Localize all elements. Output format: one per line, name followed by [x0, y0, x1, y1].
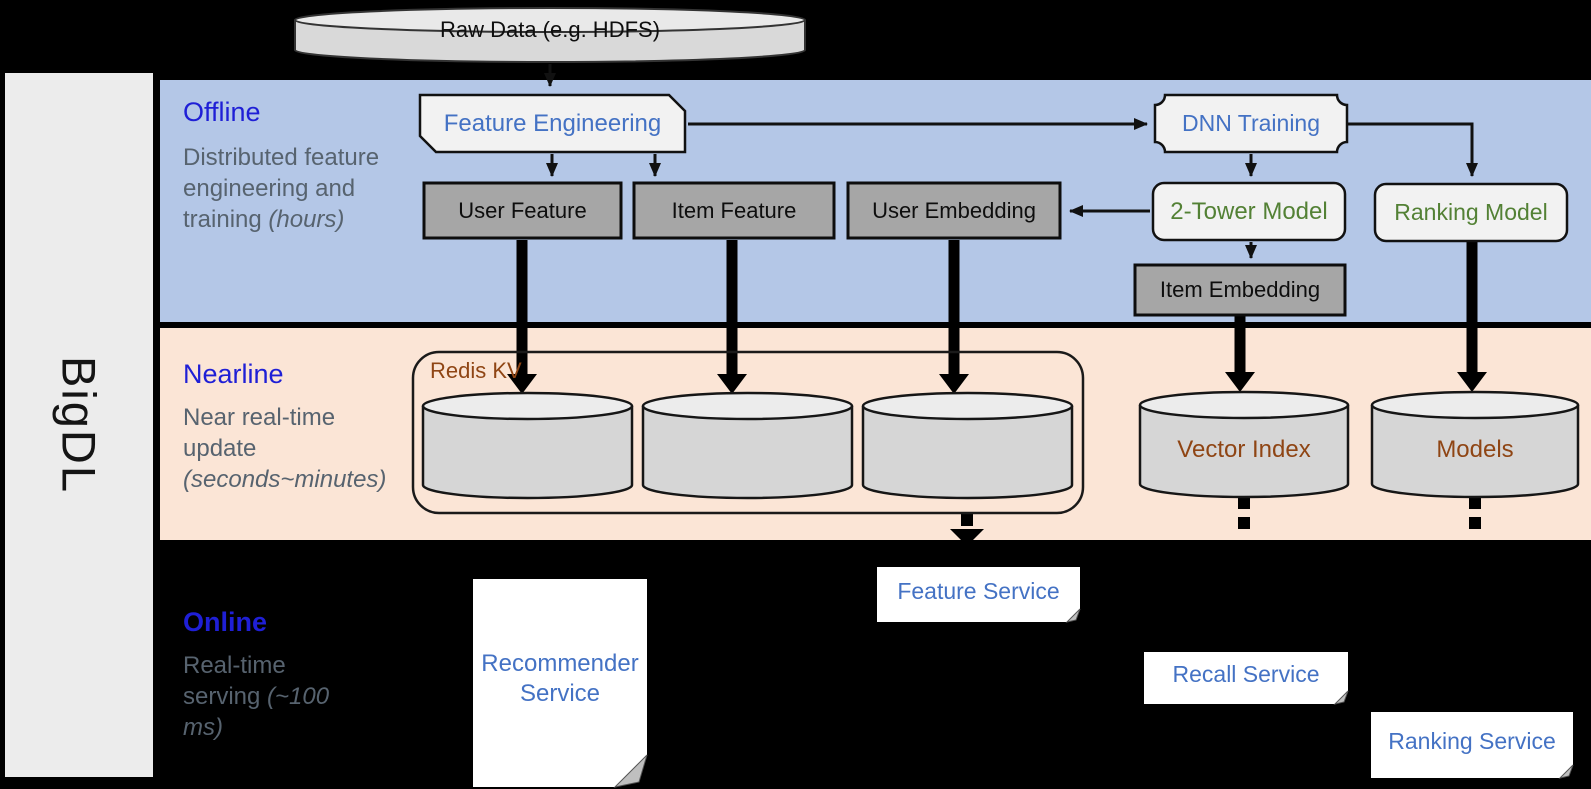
bigdl-brand-label: BigDL [52, 355, 106, 494]
thick-arrows [507, 240, 1487, 394]
thin-arrows [544, 64, 1478, 259]
raw-data-cylinder [294, 7, 806, 63]
model-boxes [1151, 181, 1569, 243]
gray-data-boxes [422, 181, 1347, 317]
recall-service-shape [1144, 652, 1349, 705]
redis-kv-container [411, 350, 1085, 515]
dnn-training-shape [1153, 93, 1349, 154]
redis-cylinders [421, 391, 1074, 500]
feature-service-shape [877, 567, 1081, 623]
ranking-service-shape [1371, 712, 1574, 779]
vector-index-cylinder [1138, 390, 1350, 499]
models-cylinder [1370, 390, 1580, 499]
dashed-arrows [950, 498, 1481, 546]
feature-engineering-shape [418, 93, 687, 154]
bigdl-sidebar: BigDL [5, 73, 153, 777]
recommender-service-document [473, 579, 648, 788]
